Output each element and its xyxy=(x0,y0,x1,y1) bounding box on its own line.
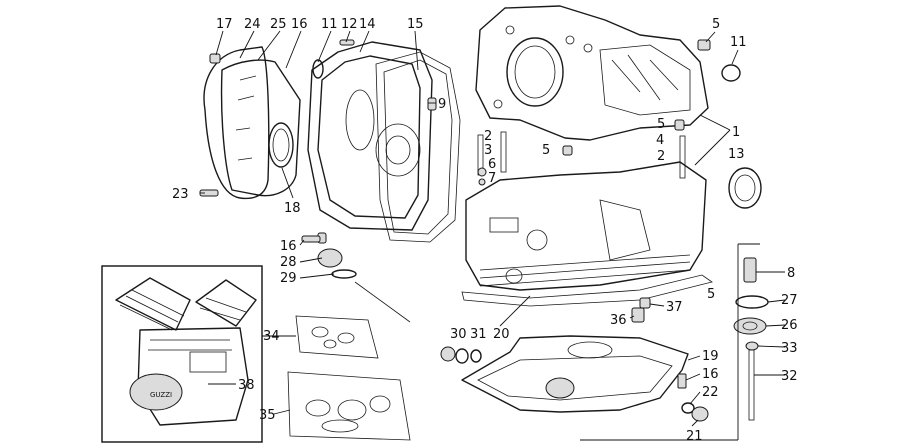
callout-15: 15 xyxy=(407,17,424,32)
callout-16-mid: 16 xyxy=(280,239,297,254)
callout-16-lower: 16 xyxy=(702,367,719,382)
callout-11: 11 xyxy=(321,17,338,32)
callout-29: 29 xyxy=(280,271,297,286)
callout-4: 4 xyxy=(656,133,664,148)
callout-1: 1 xyxy=(732,125,740,140)
callout-21: 21 xyxy=(686,429,703,444)
callout-14: 14 xyxy=(359,17,376,32)
leader-lines xyxy=(200,30,786,441)
callout-33: 33 xyxy=(781,341,798,356)
callout-32: 32 xyxy=(781,369,798,384)
crankcase-upper-part xyxy=(475,5,709,141)
engine-inset-box xyxy=(101,265,263,443)
screw-part xyxy=(199,39,355,243)
callout-26: 26 xyxy=(781,318,798,333)
callout-12: 12 xyxy=(341,17,358,32)
crankshaft-seal-part xyxy=(728,167,762,209)
bushing-part xyxy=(562,39,741,156)
callout-27: 27 xyxy=(781,293,798,308)
callout-31: 31 xyxy=(470,327,487,342)
callout-35: 35 xyxy=(259,408,276,423)
callout-13: 13 xyxy=(728,147,745,162)
callout-28: 28 xyxy=(280,255,297,270)
callout-17: 17 xyxy=(216,17,233,32)
callout-2-right: 2 xyxy=(657,149,665,164)
callout-11-right: 11 xyxy=(730,35,747,50)
timing-cover-part xyxy=(307,41,437,231)
callout-23: 23 xyxy=(172,187,189,202)
callout-30: 30 xyxy=(450,327,467,342)
callout-8: 8 xyxy=(787,266,795,281)
callout-6: 6 xyxy=(488,157,496,172)
oil-filter-screen-part xyxy=(317,232,411,323)
callout-labels: 17 24 25 16 11 12 14 15 5 11 1 2 3 4 5 6… xyxy=(172,17,798,444)
callout-5-lower: 5 xyxy=(707,287,715,302)
callout-5: 5 xyxy=(712,17,720,32)
oil-pressure-parts xyxy=(733,257,769,421)
drain-plug-part xyxy=(440,346,482,364)
oil-pump-parts xyxy=(631,297,651,323)
callout-19: 19 xyxy=(702,349,719,364)
callout-37: 37 xyxy=(666,300,683,315)
gasket-part xyxy=(375,51,461,243)
gasket-set-part xyxy=(287,371,411,441)
callout-24: 24 xyxy=(244,17,261,32)
gasket-kit-part xyxy=(295,315,379,359)
callout-7: 7 xyxy=(488,171,496,186)
sump-screws-part xyxy=(677,373,709,422)
engine-badge: GUZZI xyxy=(150,391,172,399)
callout-3: 3 xyxy=(484,143,492,158)
callout-25: 25 xyxy=(270,17,287,32)
callout-16: 16 xyxy=(291,17,308,32)
plug-part xyxy=(209,53,221,64)
callout-22: 22 xyxy=(702,385,719,400)
callout-2: 2 xyxy=(484,129,492,144)
sump-gasket-part xyxy=(461,274,713,307)
callout-5-mid: 5 xyxy=(542,143,550,158)
callout-18: 18 xyxy=(284,201,301,216)
callout-5-upper: 5 xyxy=(657,117,665,132)
oil-sump-part xyxy=(461,335,689,413)
callout-38: 38 xyxy=(238,378,255,393)
callout-34: 34 xyxy=(263,329,280,344)
callout-9: 9 xyxy=(438,97,446,112)
stud-bolts-part xyxy=(477,131,686,186)
crankcase-lower-part xyxy=(465,161,707,291)
callout-20: 20 xyxy=(493,327,510,342)
rear-cover-part xyxy=(203,46,301,200)
callout-36: 36 xyxy=(610,313,627,328)
